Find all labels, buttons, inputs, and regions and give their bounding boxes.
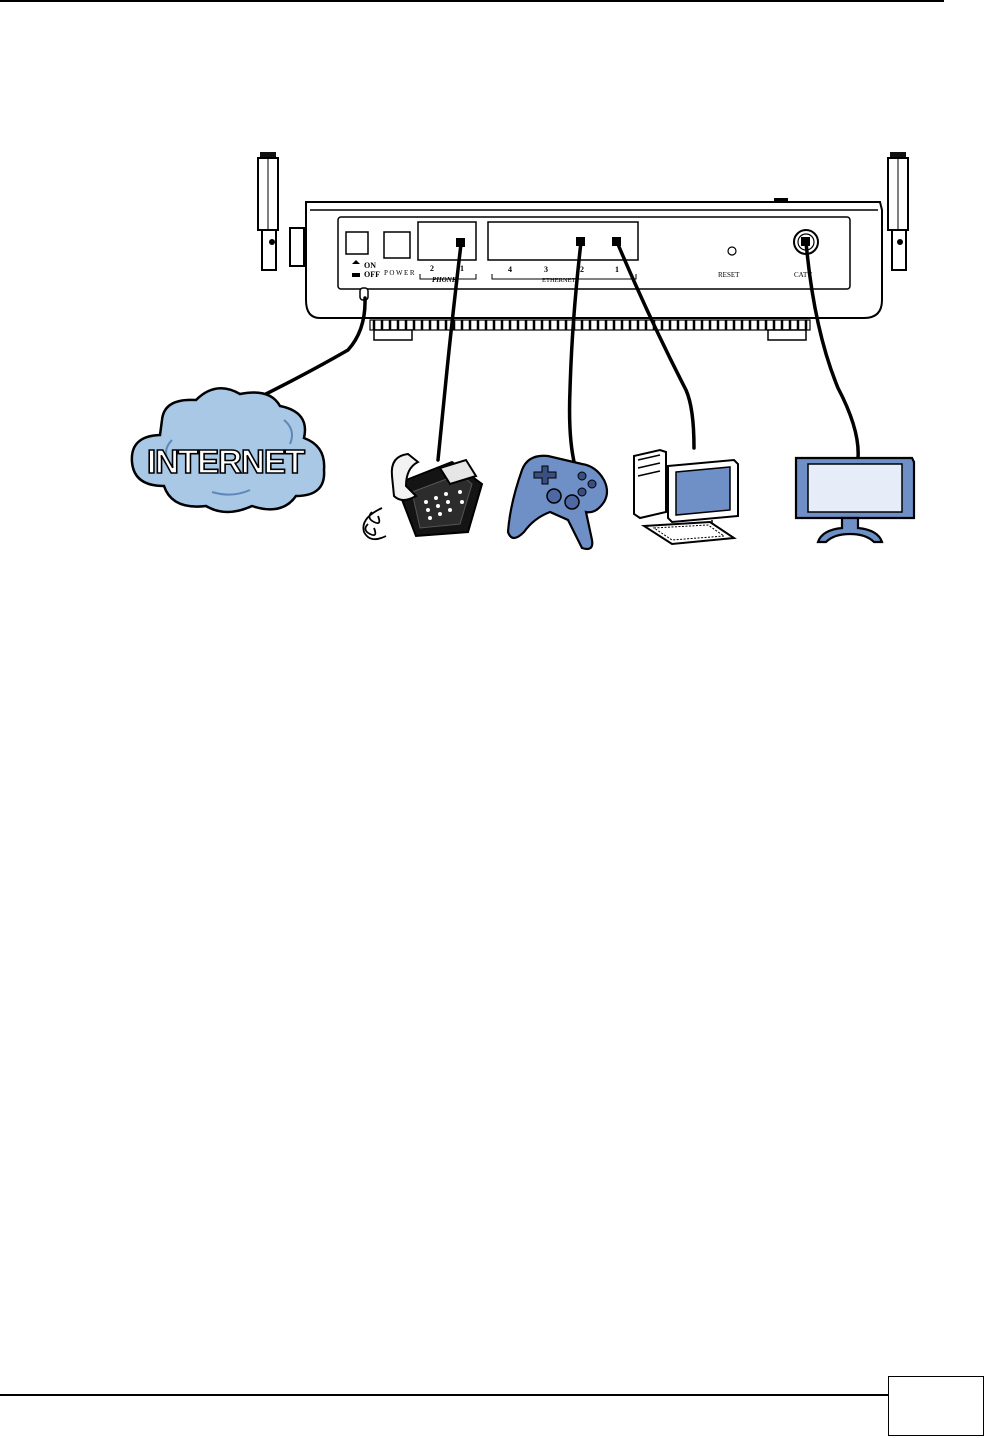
power-switch	[346, 232, 368, 254]
phone-port-2-label: 2	[430, 264, 434, 273]
computer-icon	[634, 450, 738, 544]
cloud-icon: INTERNET	[132, 388, 324, 512]
power-off-label: OFF	[364, 270, 380, 279]
phone-label: PHONE	[432, 276, 457, 284]
power-label: POWER	[384, 269, 416, 277]
reset-label: RESET	[718, 271, 740, 279]
ethernet-port-4-label: 4	[508, 265, 512, 274]
ethernet-port-1-label: 1	[615, 265, 619, 274]
telephone-icon	[363, 454, 482, 539]
ethernet-port-3-label: 3	[544, 265, 548, 274]
gamepad-icon	[508, 456, 607, 549]
television-icon	[796, 458, 914, 542]
phone-port-block	[418, 222, 476, 260]
antenna-icon	[258, 152, 304, 270]
page-number-box	[888, 1376, 984, 1436]
reset-hole	[728, 247, 736, 255]
internet-label: INTERNET	[147, 443, 305, 480]
footer-rule	[0, 1394, 888, 1396]
power-on-label: ON	[364, 261, 376, 270]
connection-diagram: ON OFF POWER 2 1 PHONE 4 3 2 1 ETHERNET …	[120, 140, 920, 555]
header-rule	[0, 0, 944, 2]
ethernet-port-2-label: 2	[580, 265, 584, 274]
power-socket	[384, 232, 410, 258]
vent-slots	[370, 320, 810, 330]
phone-port-1-label: 1	[460, 264, 464, 273]
ethernet-label: ETHERNET	[542, 277, 576, 284]
